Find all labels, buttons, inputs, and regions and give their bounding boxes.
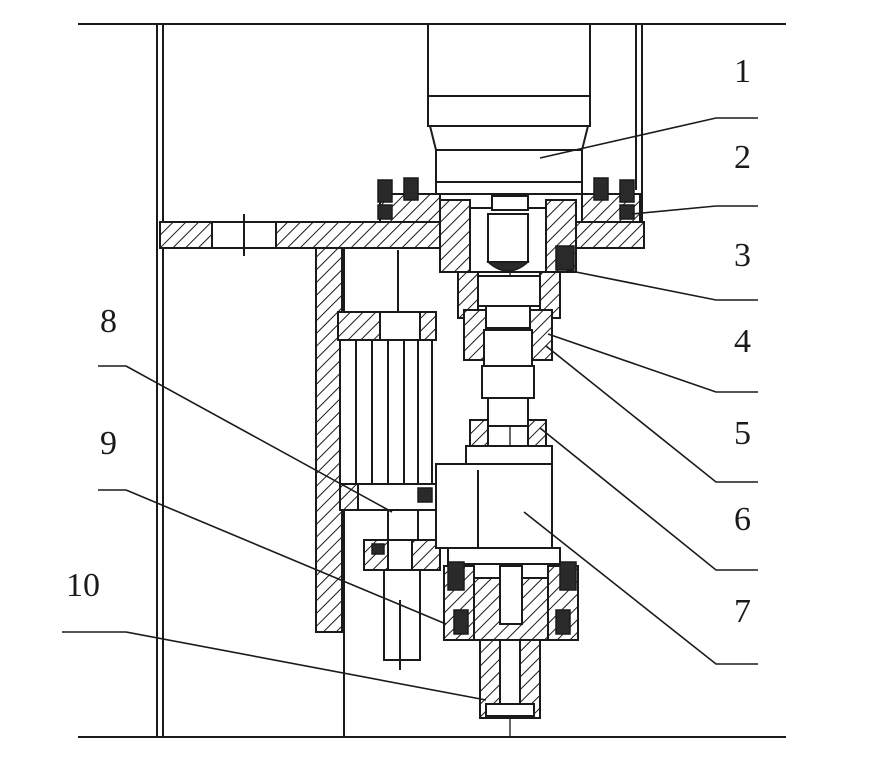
lower-bearing	[443, 561, 579, 719]
callout-10: 10	[66, 567, 100, 604]
callout-4: 4	[734, 323, 751, 360]
callout-6: 6	[734, 501, 751, 538]
callout-7: 7	[734, 593, 751, 630]
leader-lines	[62, 117, 758, 701]
callout-2: 2	[734, 139, 751, 176]
callout-1: 1	[734, 53, 751, 90]
callout-8: 8	[100, 303, 117, 340]
motor	[427, 23, 591, 195]
drive-shaft	[463, 305, 553, 447]
air-cylinder	[337, 250, 441, 670]
callout-5: 5	[734, 415, 751, 452]
callout-labels: 1 2 3 4 5 6 7 8 9 10	[66, 53, 751, 630]
side-bracket	[315, 247, 359, 633]
callout-9: 9	[100, 425, 117, 462]
gearbox-housing	[435, 445, 561, 565]
callout-3: 3	[734, 237, 751, 274]
coupling-housing	[439, 195, 577, 319]
flange-bolts	[377, 177, 635, 220]
